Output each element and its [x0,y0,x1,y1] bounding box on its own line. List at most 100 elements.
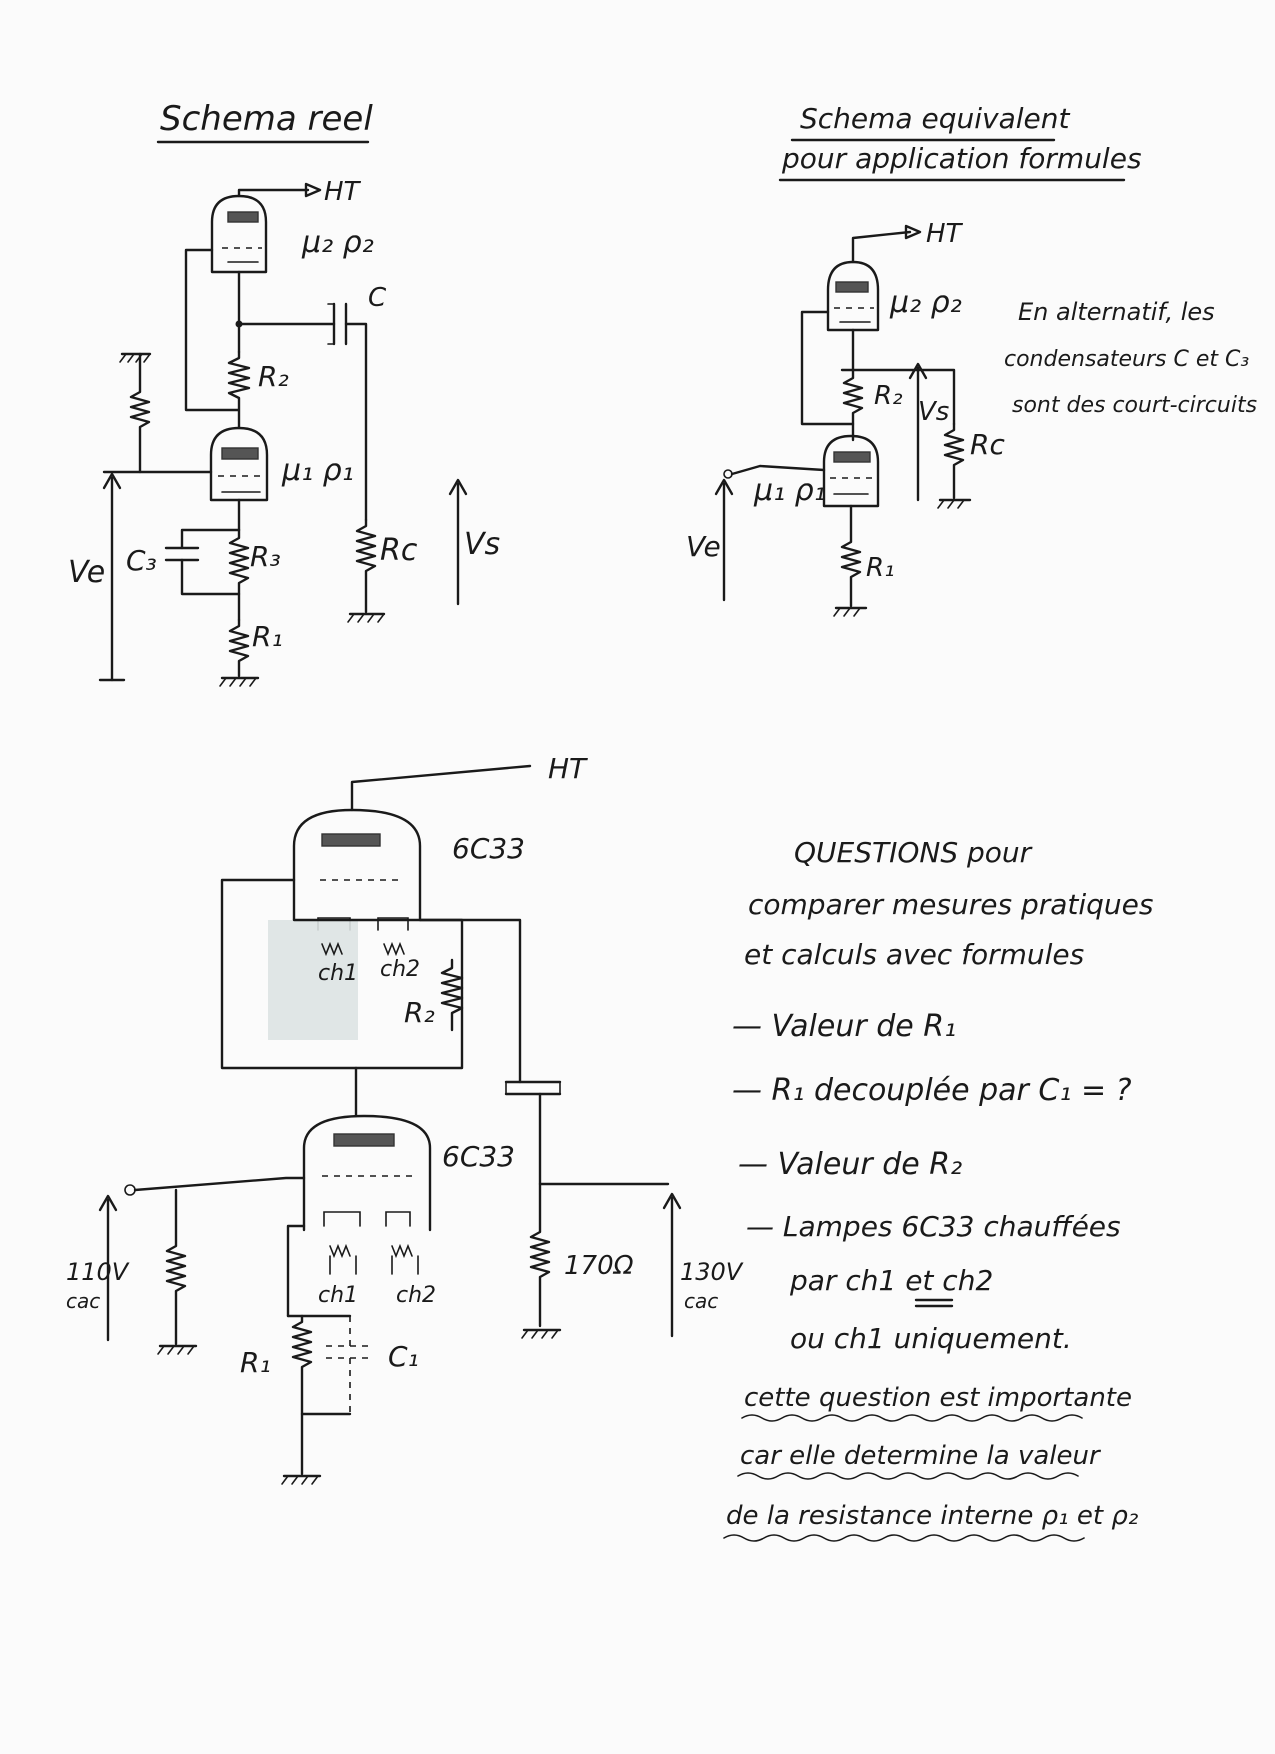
label-ht-practical: HT [548,752,588,785]
label-ve-eq: Ve [686,530,721,563]
label-r1-eq: R₁ [866,553,895,583]
resistor-r2-eq [842,368,864,442]
wire-c3-bottom [180,558,241,596]
label-tube-bottom-reel: μ₁ ρ₁ [281,453,354,488]
resistor-rc-reel [355,518,377,614]
questions-block: QUESTIONS pour comparer mesures pratique… [723,836,1153,1542]
filament-ch1-top [321,941,343,957]
wire-ht-practical [350,764,532,812]
diagram-practical: HT 6C33 ch1 ch2 R₂ [66,752,744,1485]
wire-input-practical [133,1176,306,1192]
label-r3: R₃ [250,540,281,573]
note-line-3: sont des court-circuits [1012,393,1257,418]
wire-grid-eq [730,464,826,476]
arrow-vs-eq-head [908,362,928,380]
wire-to-rc-eq [840,368,956,426]
label-r2-reel: R₂ [258,360,289,393]
ground-grid-practical [157,1344,198,1355]
label-c: C [368,283,387,313]
label-res-out: 170Ω [564,1251,634,1281]
emphasis-line-1: cette question est importante [744,1383,1132,1413]
resistor-170-ohm [529,1182,551,1328]
label-rc-reel: Rc [380,533,418,568]
label-ht-eq: HT [926,219,964,249]
emphasis-line-2: car elle determine la valeur [740,1441,1102,1471]
tube-bottom-practical [302,1114,432,1232]
label-ch1-top: ch1 [318,961,358,986]
arrow-ve-eq-head [714,478,734,496]
ground-grid-leak [119,352,152,363]
ground-r1-eq [833,606,868,617]
label-ht-reel: HT [324,177,362,207]
ground-r1-practical [281,1474,322,1485]
label-ve-reel: Ve [68,555,105,590]
resistor-r2-practical [440,958,464,1032]
note-line-1: En alternatif, les [1018,298,1215,326]
wire-grid-top-reel [184,248,240,412]
questions-intro-1: comparer mesures pratiques [748,888,1153,921]
diagram-reel-title: Schema reel [160,99,373,139]
emphasis-line-3: de la resistance interne ρ₁ et ρ₂ [726,1501,1138,1531]
label-r2-eq: R₂ [874,381,903,411]
note-line-2: condensateurs C et C₃ [1004,347,1249,372]
resistor-r1-practical [291,1314,313,1416]
label-tube-bottom-practical: 6C33 [442,1140,515,1173]
label-vs-reel: Vs [464,527,500,562]
filament-ch2-bottom [391,1243,413,1259]
label-r1-practical: R₁ [240,1346,271,1379]
label-out-voltage: 130V [680,1258,744,1286]
capacitor-coupling [504,1080,562,1096]
label-tube-top-eq: μ₂ ρ₂ [889,285,962,320]
wire-r1-bottom [300,1412,352,1476]
ground-rc-eq [937,498,972,509]
arrow-ve-reel-head [102,472,122,490]
label-tube-bottom-eq: μ₁ ρ₁ [753,473,826,508]
label-r1-reel: R₁ [252,620,283,653]
input-node-practical [124,1184,136,1196]
label-ch1-bottom: ch1 [318,1283,358,1308]
wavy-underline-2 [737,1472,1079,1480]
wire-to-coupling-cap [418,918,522,1084]
questions-heading: QUESTIONS pour [794,836,1033,869]
tube-bottom-eq [822,434,880,508]
resistor-r2-reel [227,350,251,430]
ground-output-practical [521,1328,562,1339]
question-1: — Valeur de R₁ [732,1009,956,1044]
resistor-rc-eq [943,422,965,500]
diagram-eq-title-1: Schema equivalent [800,102,1070,135]
capacitor-c3 [164,546,200,562]
ground-rc-reel [347,612,386,623]
capacitor-c1 [326,1316,374,1414]
diagram-reel: Schema reel HT μ₂ ρ₂ C R₂ [68,99,500,687]
question-2: — R₁ decouplée par C₁ = ? [732,1073,1132,1108]
wire-c3-top [180,528,241,550]
resistor-r1-reel [228,618,250,678]
resistor-r1-eq [840,504,862,608]
label-ch2-top: ch2 [380,957,420,982]
question-3: — Valeur de R₂ [738,1147,962,1182]
arrow-ht-reel [304,182,322,198]
label-in-unit: cac [66,1289,100,1313]
arrow-ht-eq [904,224,922,240]
wavy-underline-1 [741,1414,1083,1422]
arrow-in-practical-head [98,1194,118,1212]
label-tube-top-reel: μ₂ ρ₂ [301,225,374,260]
diagram-equivalent: Schema equivalent pour application formu… [686,102,1257,617]
label-out-unit: cac [684,1289,718,1313]
label-rc-eq: Rc [970,428,1005,461]
ground-r1-reel [219,676,260,687]
label-c1: C₁ [388,1340,419,1373]
wire-ht-eq [851,230,912,264]
label-in-voltage: 110V [66,1258,130,1286]
resistor-grid-reel [129,352,151,474]
question-5: par ch1 et ch2 [789,1264,993,1297]
wire-ht-reel [237,188,310,198]
label-r2-practical: R₂ [404,996,435,1029]
questions-intro-2: et calculs avec formules [744,938,1084,971]
diagram-eq-title-2: pour application formules [781,142,1142,175]
wire-output-practical [538,1092,670,1186]
label-tube-top-practical: 6C33 [452,832,525,865]
filament-ch2-top [383,941,405,957]
question-6: ou ch1 uniquement. [790,1322,1072,1355]
